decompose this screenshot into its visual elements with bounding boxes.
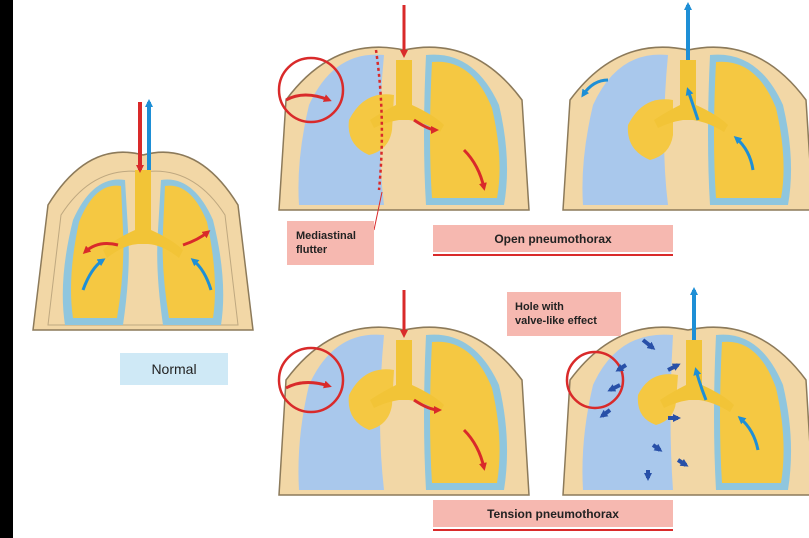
normal-label: Normal: [120, 353, 228, 385]
open-pneumothorax-inspiration: [279, 5, 529, 210]
tension-pneumothorax-label: Tension pneumothorax: [433, 500, 673, 527]
mediastinal-flutter-label: Mediastinal flutter: [287, 221, 374, 265]
hole-line1: Hole with: [515, 300, 597, 314]
mediastinal-flutter-line1: Mediastinal: [296, 229, 356, 243]
open-pneumothorax-label: Open pneumothorax: [433, 225, 673, 252]
mediastinal-flutter-line2: flutter: [296, 243, 356, 257]
normal-chest: [33, 102, 253, 330]
hole-line2: valve-like effect: [515, 314, 597, 328]
hole-valve-label: Hole with valve-like effect: [507, 292, 621, 336]
open-pneumothorax-expiration: [563, 5, 809, 210]
tension-pneumothorax-inspiration: [279, 290, 529, 495]
